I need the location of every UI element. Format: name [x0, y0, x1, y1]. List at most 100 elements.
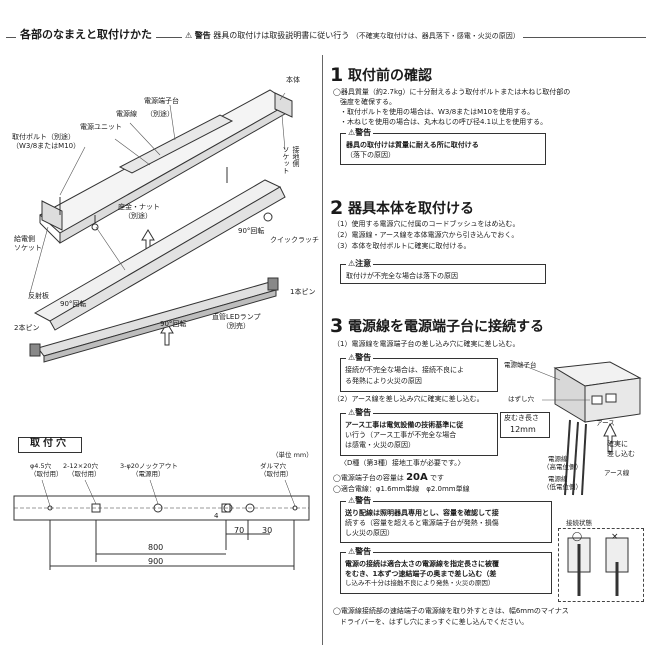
label-reflector: 反射板 — [28, 292, 49, 300]
step3-warning1-a: 接続が不完全な場合は、接続不良によ — [345, 366, 464, 374]
step3-capacity-text: ◯電源端子台の容量は — [333, 474, 404, 482]
label-one-pin: 1本ピン — [290, 288, 316, 296]
step1-warning-text: 器具の取付けは質量に耐える所に取付ける — [346, 141, 479, 149]
label-rot90c: 90°回転 — [160, 320, 187, 328]
step3-warning2-a: アース工事は電気設備の技術基準に従 — [345, 421, 464, 429]
step3-warning4-c: し込み不十分は接触不良により発熱・火災の原因） — [345, 579, 495, 587]
label-led-lamp-sep: （別売） — [222, 322, 250, 330]
step2-caution-tag: ⚠注意 — [346, 258, 374, 269]
hole2-sub: （取付用） — [68, 470, 101, 478]
conn-ok-mark: ◯ — [572, 532, 583, 542]
step3-warning1-label: 警告 — [355, 353, 372, 362]
led-lamp-diagram — [29, 277, 279, 363]
step2-caution-box — [340, 264, 546, 284]
step1-line2: 強度を確保する。 — [333, 98, 396, 106]
label-quick-latch: クイックラッチ — [270, 236, 319, 244]
header-warning-text: 器具の取付けは取扱説明書に従い行う — [213, 31, 350, 40]
step3-warning2-label: 警告 — [355, 408, 372, 417]
step3-footnote2: ドライバーを、はずし穴にまっすぐに差し込んでください。 — [333, 618, 529, 626]
step3-title: 電源線を電源端子台に接続する — [348, 319, 544, 335]
step3-line2: （2）アース線を差し込み穴に確実に差し込む。 — [333, 395, 484, 403]
step3-warning4-label: 警告 — [355, 547, 372, 556]
column-divider — [322, 55, 323, 645]
label-bolt-size: （W3/8またはM10） — [12, 142, 81, 150]
step2-line3: （3）本体を取付ボルトに確実に取付ける。 — [333, 242, 471, 250]
header-warning-label: 警告 — [194, 31, 211, 40]
label-power-unit: 電源ユニット — [80, 123, 122, 131]
holes-diagram — [13, 480, 310, 570]
step3-warning4-b: をむき、1本ずつ速結端子の奥まで差し込む（差 — [345, 570, 497, 578]
strip-length: 12mm — [510, 425, 536, 434]
conn-state-label: 接続状態 — [566, 519, 592, 527]
step3-warning3-tag: ⚠警告 — [346, 495, 374, 506]
hole3-sub: （電源用） — [132, 470, 165, 478]
label-washer-sep: （別途） — [124, 212, 152, 220]
holes-title: 取付穴 — [30, 438, 69, 449]
label-washer: 座金・ナット — [118, 203, 160, 211]
earth-line-label: アース線 — [604, 469, 630, 477]
step1-warning-box — [340, 133, 546, 165]
conn-ng-mark: × — [611, 532, 619, 542]
step3-warning4-tag: ⚠警告 — [346, 546, 374, 557]
header-warning: ⚠ 警告 器具の取付けは取扱説明書に従い行う （不確実な取付けは、器具落下・感電… — [182, 30, 523, 41]
step3-warning3-b: 続する（容量を超えると電源端子台が発熱・損傷 — [345, 519, 499, 527]
step1-line3: ・取付ボルトを使用の場合は、W3/8またはM10を使用する。 — [333, 108, 535, 116]
dim-30: 30 — [262, 526, 273, 535]
step3-warning3-a: 送り配線は照明器具専用とし、容量を確認して接 — [345, 509, 499, 517]
step1-warning-label: 警告 — [355, 128, 372, 137]
strip-box — [500, 412, 550, 438]
terminal-diagram — [509, 360, 642, 496]
conn-state-diagram — [567, 537, 629, 596]
step1-title: 取付前の確認 — [348, 68, 432, 84]
hole4-sub: （取付用） — [260, 470, 293, 478]
step3-capacity-suffix: です — [429, 474, 444, 482]
holes-title-box — [18, 437, 82, 453]
step3-warning3-box — [340, 501, 552, 543]
dim-70: 70 — [234, 526, 245, 535]
dim-900: 900 — [148, 557, 164, 566]
label-rot90b: 90°回転 — [60, 300, 87, 308]
step1-number: 1 — [330, 64, 344, 86]
step3-d-note: 〈D種（第3種）接地工事が必要です。〉 — [340, 459, 465, 467]
label-power-line: 電源線 — [116, 110, 137, 118]
hole4-label: ダルマ穴 — [260, 462, 286, 470]
step3-warning4-box — [340, 552, 552, 594]
step3-warning2-c: は感電・火災の原因） — [345, 441, 415, 449]
step2-caution-label: 注意 — [355, 259, 372, 268]
dim-4: 4 — [214, 512, 219, 520]
step3-warning2-tag: ⚠警告 — [346, 407, 374, 418]
step3-warning2-box — [340, 413, 498, 456]
power-line-low-sub: （低電位側） — [543, 483, 582, 491]
parts-diagram — [29, 89, 293, 346]
step3-warning3-c: し火災の原因） — [345, 529, 394, 537]
strip-label: 皮むき長さ — [504, 414, 539, 422]
warning-icon: ⚠ — [185, 31, 193, 40]
page-title: 各部のなまえと取付けかた — [16, 28, 156, 42]
step3-warning1-box — [340, 358, 498, 392]
power-line-low: 電源線 — [548, 475, 568, 483]
step3-capacity: ◯電源端子台の容量は 20A です — [333, 472, 444, 484]
insert-label1: 確実に — [607, 440, 628, 448]
label-ground-socket2: ソケット — [282, 146, 291, 174]
hole1-sub: （取付用） — [30, 470, 63, 478]
step3-warning1-tag: ⚠警告 — [346, 352, 374, 363]
insert-label2: 差し込む — [607, 450, 635, 458]
step1-line1: ◯器具質量（約2.7kg）に十分耐えるよう取付ボルトまたは木ねじ取付部の — [333, 88, 571, 96]
hole3-label: 3-φ20ノックアウト — [120, 462, 178, 470]
power-line-high-sub: （高電位側） — [543, 463, 582, 471]
label-rot90a: 90°回転 — [238, 227, 265, 235]
label-body: 本体 — [286, 76, 300, 84]
header-bar: 各部のなまえと取付けかた ⚠ 警告 器具の取付けは取扱説明書に従い行う （不確実… — [6, 27, 646, 49]
step2-number: 2 — [330, 197, 344, 219]
remove-hole-label: はずし穴 — [508, 395, 534, 403]
step3-capacity-value: 20A — [406, 472, 428, 483]
step2-title: 器具本体を取付ける — [348, 201, 474, 217]
label-ground-socket: 接地側 — [292, 146, 301, 167]
step3-wire: ◯適合電線：φ1.6mm単線 φ2.0mm単線 — [333, 485, 470, 493]
hole2-label: 2-12×20穴 — [63, 462, 98, 470]
step2-line1: （1）使用する電源穴に付属のコードブッシュをはめ込む。 — [333, 220, 520, 228]
dim-800: 800 — [148, 543, 164, 552]
earth-label: アース — [596, 419, 615, 427]
step3-warning4-a: 電源の接続は適合太さの電源線を指定長さに被覆 — [345, 560, 499, 568]
step2-caution-text: 取付けが不完全な場合は落下の原因 — [346, 272, 458, 280]
